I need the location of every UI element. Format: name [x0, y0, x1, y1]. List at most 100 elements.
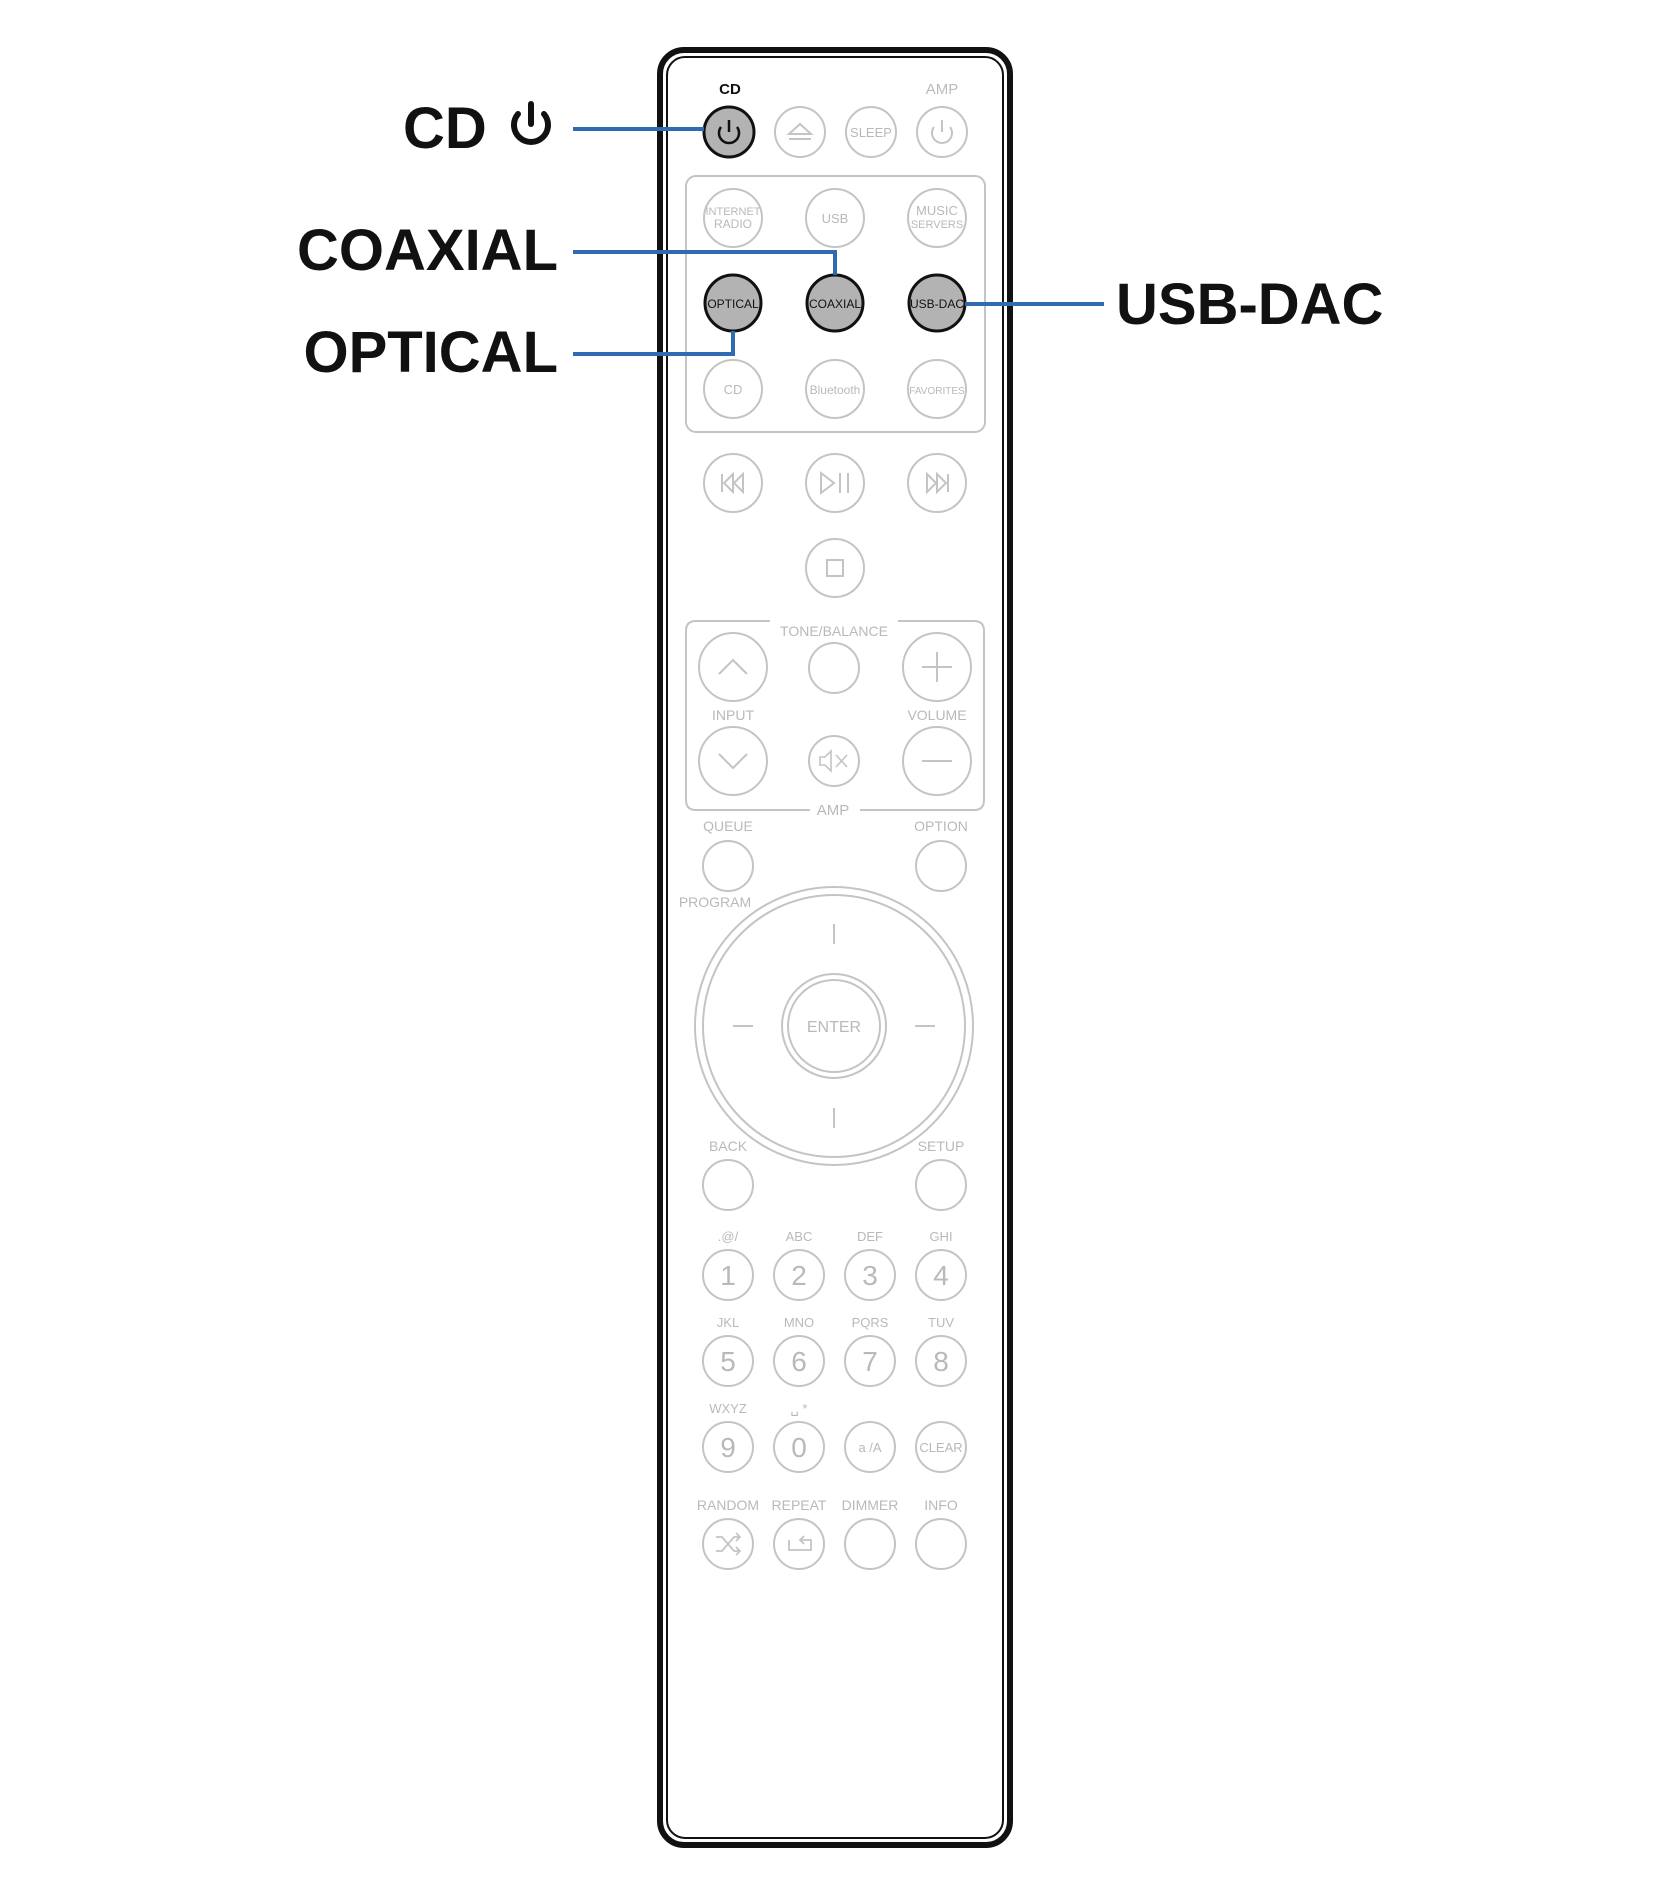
remote-body-inner-edge	[666, 56, 1004, 1839]
callout-cd-power: CD	[403, 96, 487, 161]
keypad-letters: PQRS	[852, 1315, 889, 1330]
volume-label: VOLUME	[907, 707, 966, 723]
keypad-button[interactable]: 7	[844, 1335, 896, 1387]
leader-lines	[573, 127, 1104, 356]
play-pause-button[interactable]	[805, 453, 865, 513]
callout-coaxial: COAXIAL	[297, 218, 558, 283]
option-label: OPTION	[914, 818, 968, 834]
random-label: RANDOM	[697, 1497, 759, 1513]
dpad-outer-ring	[694, 886, 974, 1166]
queue-button[interactable]	[702, 840, 754, 892]
keypad-digit: a /A	[858, 1440, 881, 1455]
svg-text:COAXIAL: COAXIAL	[809, 297, 861, 311]
power-icon	[511, 101, 551, 145]
stop-button[interactable]	[805, 538, 865, 598]
svg-text:USB-DAC: USB-DAC	[910, 297, 964, 311]
dpad[interactable]	[702, 894, 966, 1158]
keypad-button[interactable]: 8	[915, 1335, 967, 1387]
amp-section	[685, 620, 985, 811]
sleep-label: SLEEP	[850, 125, 892, 140]
next-button[interactable]	[907, 453, 967, 513]
keypad-button[interactable]: 1	[702, 1249, 754, 1301]
info-label: INFO	[924, 1497, 958, 1513]
svg-text:RADIO: RADIO	[714, 217, 752, 231]
favorites-button[interactable]: FAVORITES	[907, 359, 967, 419]
internet-radio-button[interactable]: INTERNET RADIO	[703, 188, 763, 248]
keypad: 1.@/2ABC3DEF4GHI5JKL6MNO7PQRS8TUV9WXYZ0␣…	[702, 1229, 967, 1473]
amp-label: AMP	[817, 802, 850, 819]
setup-label: SETUP	[918, 1138, 965, 1154]
svg-text:INTERNET: INTERNET	[706, 206, 761, 218]
random-button[interactable]	[702, 1518, 754, 1570]
tone-balance-label: TONE/BALANCE	[780, 623, 888, 639]
tone-balance-button[interactable]	[808, 642, 860, 694]
mute-button[interactable]	[808, 735, 860, 787]
keypad-letters: ␣ *	[791, 1401, 808, 1416]
previous-button[interactable]	[703, 453, 763, 513]
svg-text:FAVORITES: FAVORITES	[909, 386, 965, 397]
stop-icon	[826, 559, 844, 577]
sleep-button[interactable]: SLEEP	[845, 106, 897, 158]
next-icon	[926, 471, 949, 495]
svg-text:MUSIC: MUSIC	[916, 203, 958, 218]
keypad-letters: ABC	[786, 1229, 813, 1244]
repeat-button[interactable]	[773, 1518, 825, 1570]
callout-optical: OPTICAL	[303, 320, 558, 385]
coaxial-button[interactable]: COAXIAL	[805, 273, 865, 333]
cd-power-button[interactable]	[702, 105, 756, 159]
svg-text:USB: USB	[822, 211, 849, 226]
label-cd: CD	[719, 81, 741, 98]
option-button[interactable]	[915, 840, 967, 892]
optical-button[interactable]: OPTICAL	[703, 273, 763, 333]
keypad-button[interactable]: CLEAR	[915, 1421, 967, 1473]
repeat-icon	[788, 1535, 812, 1551]
enter-button[interactable]: ENTER	[781, 973, 887, 1079]
svg-text:ENTER: ENTER	[807, 1019, 861, 1036]
svg-text:Bluetooth: Bluetooth	[810, 383, 861, 397]
keypad-digit: 3	[862, 1260, 878, 1291]
keypad-button[interactable]: 5	[702, 1335, 754, 1387]
callout-usb-dac: USB-DAC	[1116, 272, 1384, 337]
dimmer-label: DIMMER	[842, 1497, 899, 1513]
label-amp: AMP	[926, 81, 959, 98]
keypad-button[interactable]: 0	[773, 1421, 825, 1473]
svg-text:CD: CD	[724, 382, 743, 397]
mute-icon	[819, 749, 848, 773]
info-button[interactable]	[915, 1518, 967, 1570]
keypad-digit: 5	[720, 1346, 736, 1377]
leader-line-coaxial	[573, 250, 837, 275]
keypad-digit: CLEAR	[919, 1440, 962, 1455]
keypad-button[interactable]: 3	[844, 1249, 896, 1301]
leader-line-optical	[573, 331, 735, 356]
input-down-button[interactable]	[698, 726, 768, 796]
keypad-digit: 6	[791, 1346, 807, 1377]
previous-icon	[721, 471, 744, 495]
repeat-label: REPEAT	[772, 1497, 827, 1513]
usb-button[interactable]: USB	[805, 188, 865, 248]
amp-power-button[interactable]	[916, 106, 968, 158]
keypad-digit: 1	[720, 1260, 736, 1291]
keypad-button[interactable]: a /A	[844, 1421, 896, 1473]
keypad-button[interactable]: 9	[702, 1421, 754, 1473]
dimmer-button[interactable]	[844, 1518, 896, 1570]
keypad-digit: 4	[933, 1260, 949, 1291]
keypad-button[interactable]: 4	[915, 1249, 967, 1301]
keypad-button[interactable]: 2	[773, 1249, 825, 1301]
cd-source-button[interactable]: CD	[703, 359, 763, 419]
power-icon	[931, 126, 953, 144]
input-up-button[interactable]	[698, 632, 768, 702]
music-servers-button[interactable]: MUSIC SERVERS	[907, 188, 967, 248]
setup-button[interactable]	[915, 1159, 967, 1211]
eject-button[interactable]	[774, 106, 826, 158]
volume-up-button[interactable]	[902, 632, 972, 702]
bluetooth-button[interactable]: Bluetooth	[805, 359, 865, 419]
keypad-letters: DEF	[857, 1229, 883, 1244]
volume-down-button[interactable]	[902, 726, 972, 796]
shuffle-icon	[716, 1532, 742, 1556]
back-button[interactable]	[702, 1159, 754, 1211]
keypad-button[interactable]: 6	[773, 1335, 825, 1387]
usb-dac-button[interactable]: USB-DAC	[907, 273, 967, 333]
power-icon	[717, 126, 741, 145]
keypad-digit: 8	[933, 1346, 949, 1377]
